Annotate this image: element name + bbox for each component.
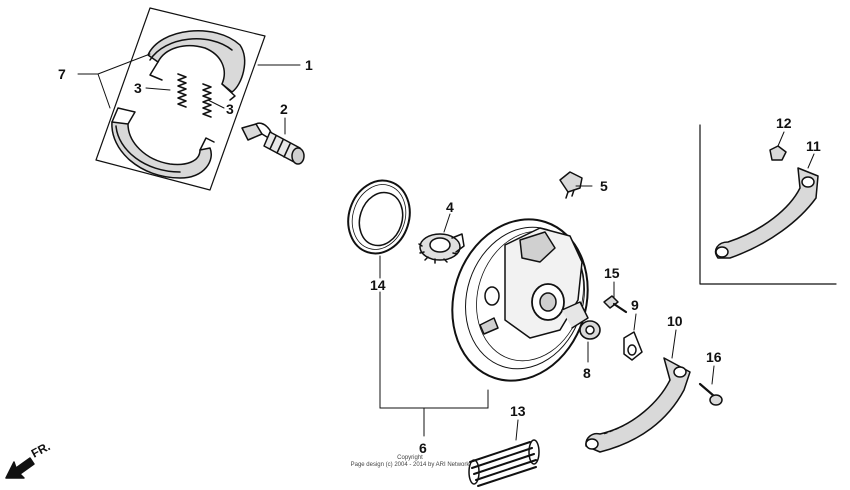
callout-16: 16 xyxy=(706,349,722,365)
spring-right xyxy=(202,83,212,118)
callout-9: 9 xyxy=(631,297,639,313)
callout-14: 14 xyxy=(370,277,386,293)
callout-10: 10 xyxy=(667,313,683,329)
front-label: FR. xyxy=(29,439,53,460)
return-spring xyxy=(468,439,540,487)
nut-12 xyxy=(769,145,787,161)
callout-13: 13 xyxy=(510,403,526,419)
callout-2: 2 xyxy=(280,101,288,117)
spring-left xyxy=(177,73,187,108)
brake-shoe-lower xyxy=(111,107,215,179)
callout-1: 1 xyxy=(305,57,313,73)
arm-inset-frame xyxy=(699,124,837,285)
brake-panel xyxy=(451,218,589,382)
copyright-line-2: Page design (c) 2004 - 2014 by ARI Netwo… xyxy=(350,462,470,468)
washer xyxy=(579,320,601,340)
callout-15: 15 xyxy=(604,265,620,281)
callout-4: 4 xyxy=(446,199,454,215)
callout-11: 11 xyxy=(806,138,821,154)
wear-indicator xyxy=(623,331,643,361)
speedometer-gear xyxy=(418,233,465,264)
bolt-15 xyxy=(603,295,628,314)
brake-cam xyxy=(241,122,305,165)
panel-bolt xyxy=(559,171,583,199)
copyright-line-1: Copyright xyxy=(397,455,423,461)
callout-3b: 3 xyxy=(226,101,234,117)
callout-8: 8 xyxy=(583,365,591,381)
callout-3a: 3 xyxy=(134,80,142,96)
callout-6: 6 xyxy=(419,440,427,456)
callout-7: 7 xyxy=(58,66,66,82)
brake-arm-alt xyxy=(714,167,819,259)
leader-lines xyxy=(77,53,815,441)
brake-shoe-inset-frame xyxy=(95,7,266,191)
callout-12: 12 xyxy=(776,115,792,131)
brake-shoe-upper xyxy=(147,30,246,101)
bolt-16 xyxy=(698,382,723,406)
dust-seal xyxy=(347,179,411,255)
copyright-notice: Copyright Page design (c) 2004 - 2014 by… xyxy=(300,455,520,469)
front-arrow-icon xyxy=(5,457,35,479)
callout-5: 5 xyxy=(600,178,608,194)
brake-arm xyxy=(585,357,691,453)
